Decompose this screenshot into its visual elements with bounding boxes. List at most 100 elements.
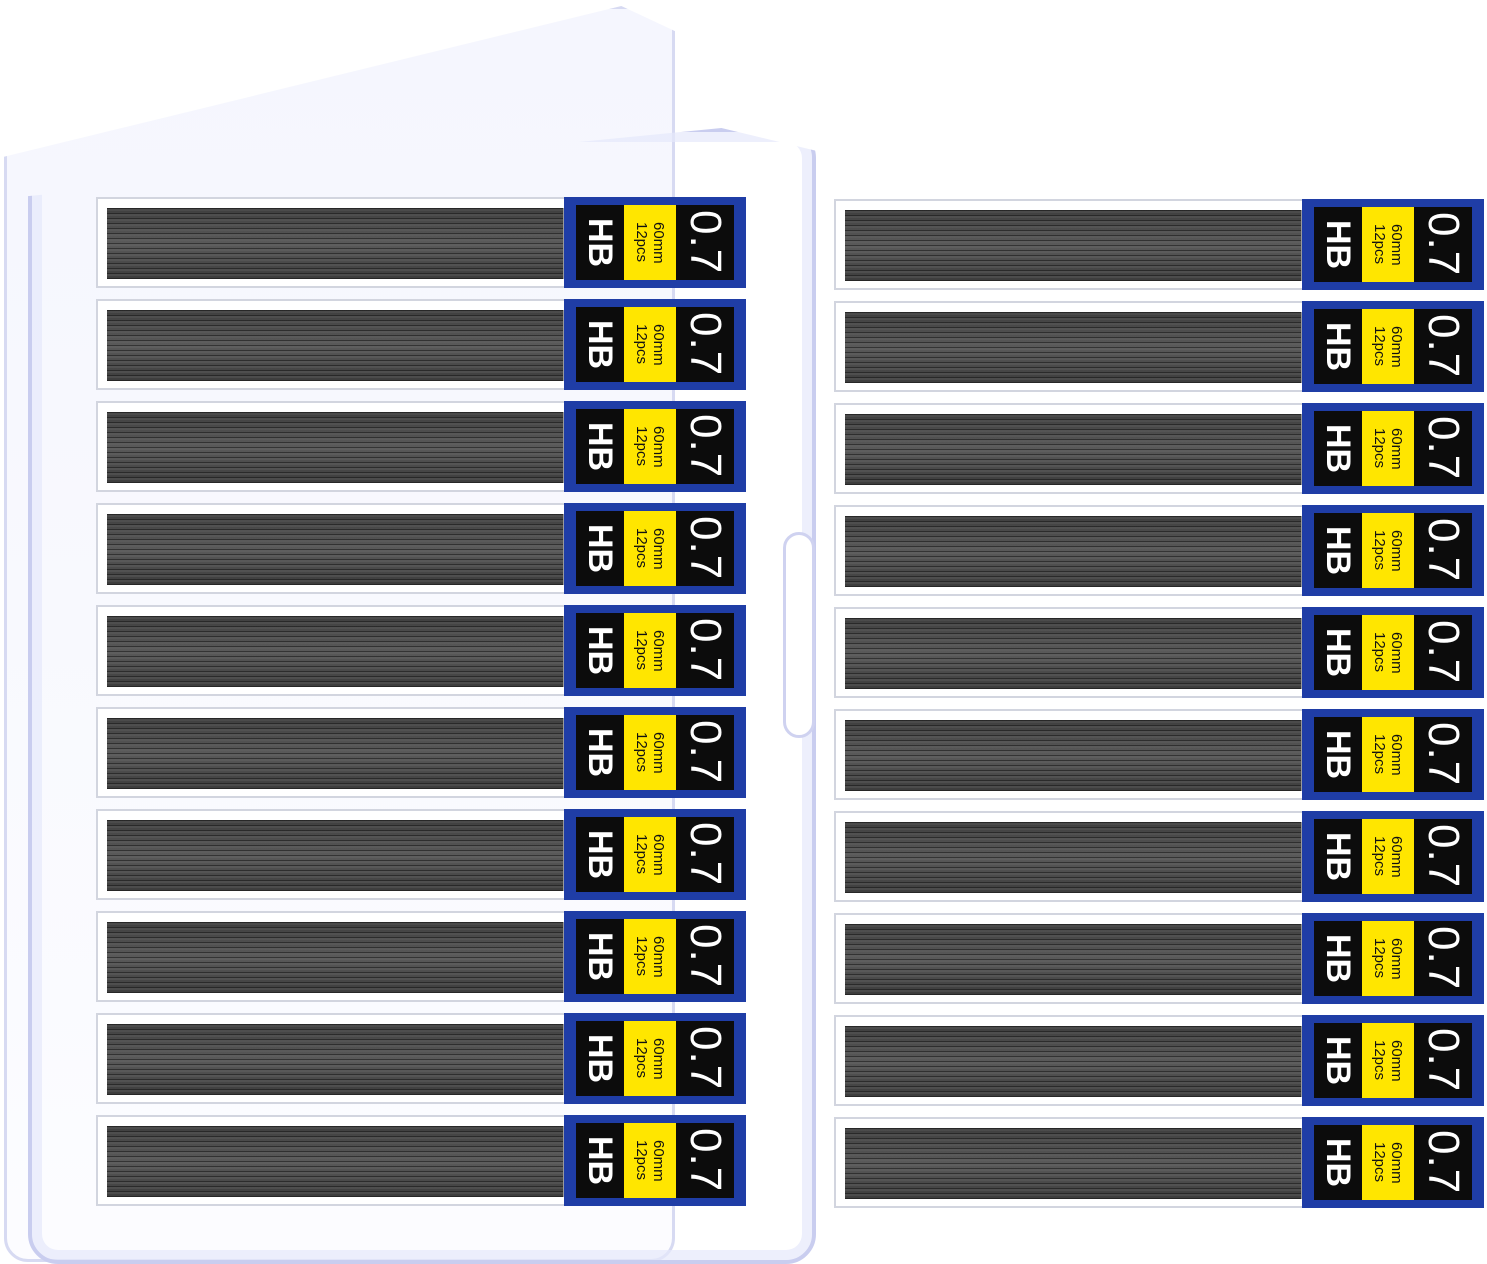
grade-text: HB	[1319, 423, 1357, 474]
grade-box: HB	[1314, 207, 1362, 282]
lead-size-text: 0.7	[1419, 314, 1468, 379]
length-text: 60mm	[650, 323, 667, 366]
lead-tube: HB 12pcs 60mm 0.7	[96, 401, 746, 492]
grade-box: HB	[1314, 411, 1362, 486]
grade-box: HB	[576, 1123, 624, 1198]
lead-tube: HB 12pcs 60mm 0.7	[834, 1117, 1484, 1208]
size-box: 0.7	[1414, 1125, 1472, 1200]
grade-text: HB	[1319, 831, 1357, 882]
count-text: 12pcs	[633, 426, 650, 467]
length-text: 60mm	[1388, 1141, 1405, 1184]
tube-label: HB 12pcs 60mm 0.7	[564, 503, 746, 594]
count-text: 12pcs	[1371, 632, 1388, 673]
tube-label: HB 12pcs 60mm 0.7	[564, 1115, 746, 1206]
lead-size-text: 0.7	[681, 1026, 730, 1091]
spec-box: 12pcs 60mm	[624, 613, 676, 688]
grade-text: HB	[581, 217, 619, 268]
length-text: 60mm	[650, 935, 667, 978]
lead-tube: HB 12pcs 60mm 0.7	[834, 301, 1484, 392]
spec-box: 12pcs 60mm	[1362, 717, 1414, 792]
size-box: 0.7	[1414, 717, 1472, 792]
lead-size-text: 0.7	[1419, 926, 1468, 991]
tube-label: HB 12pcs 60mm 0.7	[1302, 811, 1484, 902]
count-text: 12pcs	[1371, 428, 1388, 469]
lead-size-text: 0.7	[681, 618, 730, 683]
length-text: 60mm	[1388, 733, 1405, 776]
grade-text: HB	[581, 625, 619, 676]
size-box: 0.7	[1414, 207, 1472, 282]
lead-tube: HB 12pcs 60mm 0.7	[834, 505, 1484, 596]
tube-label: HB 12pcs 60mm 0.7	[564, 299, 746, 390]
length-text: 60mm	[1388, 427, 1405, 470]
size-box: 0.7	[1414, 309, 1472, 384]
pencil-leads	[845, 516, 1303, 587]
pencil-leads	[107, 616, 565, 687]
grade-box: HB	[1314, 1023, 1362, 1098]
grade-text: HB	[1319, 933, 1357, 984]
lead-size-text: 0.7	[1419, 620, 1468, 685]
tube-label: HB 12pcs 60mm 0.7	[1302, 1117, 1484, 1208]
grade-text: HB	[1319, 321, 1357, 372]
count-text: 12pcs	[633, 324, 650, 365]
spec-box: 12pcs 60mm	[1362, 309, 1414, 384]
size-box: 0.7	[1414, 921, 1472, 996]
pencil-leads	[107, 922, 565, 993]
lead-size-text: 0.7	[1419, 824, 1468, 889]
count-text: 12pcs	[1371, 836, 1388, 877]
tube-label: HB 12pcs 60mm 0.7	[564, 809, 746, 900]
pencil-leads	[107, 820, 565, 891]
count-text: 12pcs	[633, 222, 650, 263]
tube-label: HB 12pcs 60mm 0.7	[1302, 709, 1484, 800]
length-text: 60mm	[650, 1139, 667, 1182]
grade-box: HB	[576, 613, 624, 688]
count-text: 12pcs	[1371, 1142, 1388, 1183]
pencil-leads	[845, 1026, 1303, 1097]
spec-box: 12pcs 60mm	[624, 409, 676, 484]
tube-label: HB 12pcs 60mm 0.7	[564, 911, 746, 1002]
spec-box: 12pcs 60mm	[624, 307, 676, 382]
lead-tube: HB 12pcs 60mm 0.7	[96, 503, 746, 594]
grade-text: HB	[581, 829, 619, 880]
pencil-leads	[107, 1126, 565, 1197]
spec-box: 12pcs 60mm	[1362, 819, 1414, 894]
lead-tube: HB 12pcs 60mm 0.7	[96, 197, 746, 288]
length-text: 60mm	[650, 425, 667, 468]
spec-box: 12pcs 60mm	[624, 817, 676, 892]
grade-box: HB	[1314, 1125, 1362, 1200]
grade-box: HB	[576, 1021, 624, 1096]
grade-box: HB	[576, 817, 624, 892]
lead-size-text: 0.7	[681, 924, 730, 989]
pencil-leads	[845, 924, 1303, 995]
grade-box: HB	[1314, 717, 1362, 792]
tube-label: HB 12pcs 60mm 0.7	[1302, 607, 1484, 698]
pencil-leads	[107, 514, 565, 585]
lead-size-text: 0.7	[681, 312, 730, 377]
tube-label: HB 12pcs 60mm 0.7	[564, 1013, 746, 1104]
left-tube-column: HB 12pcs 60mm 0.7 HB 12pcs 60mm	[96, 197, 746, 1217]
grade-text: HB	[581, 1135, 619, 1186]
size-box: 0.7	[676, 919, 734, 994]
spec-box: 12pcs 60mm	[1362, 411, 1414, 486]
tube-label: HB 12pcs 60mm 0.7	[564, 707, 746, 798]
grade-text: HB	[1319, 1035, 1357, 1086]
lead-size-text: 0.7	[681, 1128, 730, 1193]
lead-size-text: 0.7	[681, 822, 730, 887]
lead-size-text: 0.7	[681, 210, 730, 275]
count-text: 12pcs	[1371, 938, 1388, 979]
lead-tube: HB 12pcs 60mm 0.7	[834, 199, 1484, 290]
size-box: 0.7	[1414, 819, 1472, 894]
grade-text: HB	[1319, 729, 1357, 780]
length-text: 60mm	[650, 833, 667, 876]
length-text: 60mm	[650, 527, 667, 570]
count-text: 12pcs	[633, 936, 650, 977]
length-text: 60mm	[1388, 325, 1405, 368]
lead-tube: HB 12pcs 60mm 0.7	[96, 809, 746, 900]
size-box: 0.7	[676, 409, 734, 484]
length-text: 60mm	[650, 731, 667, 774]
pencil-leads	[107, 208, 565, 279]
pencil-leads	[845, 414, 1303, 485]
grade-text: HB	[581, 727, 619, 778]
grade-text: HB	[581, 319, 619, 370]
tube-label: HB 12pcs 60mm 0.7	[564, 197, 746, 288]
count-text: 12pcs	[633, 1140, 650, 1181]
